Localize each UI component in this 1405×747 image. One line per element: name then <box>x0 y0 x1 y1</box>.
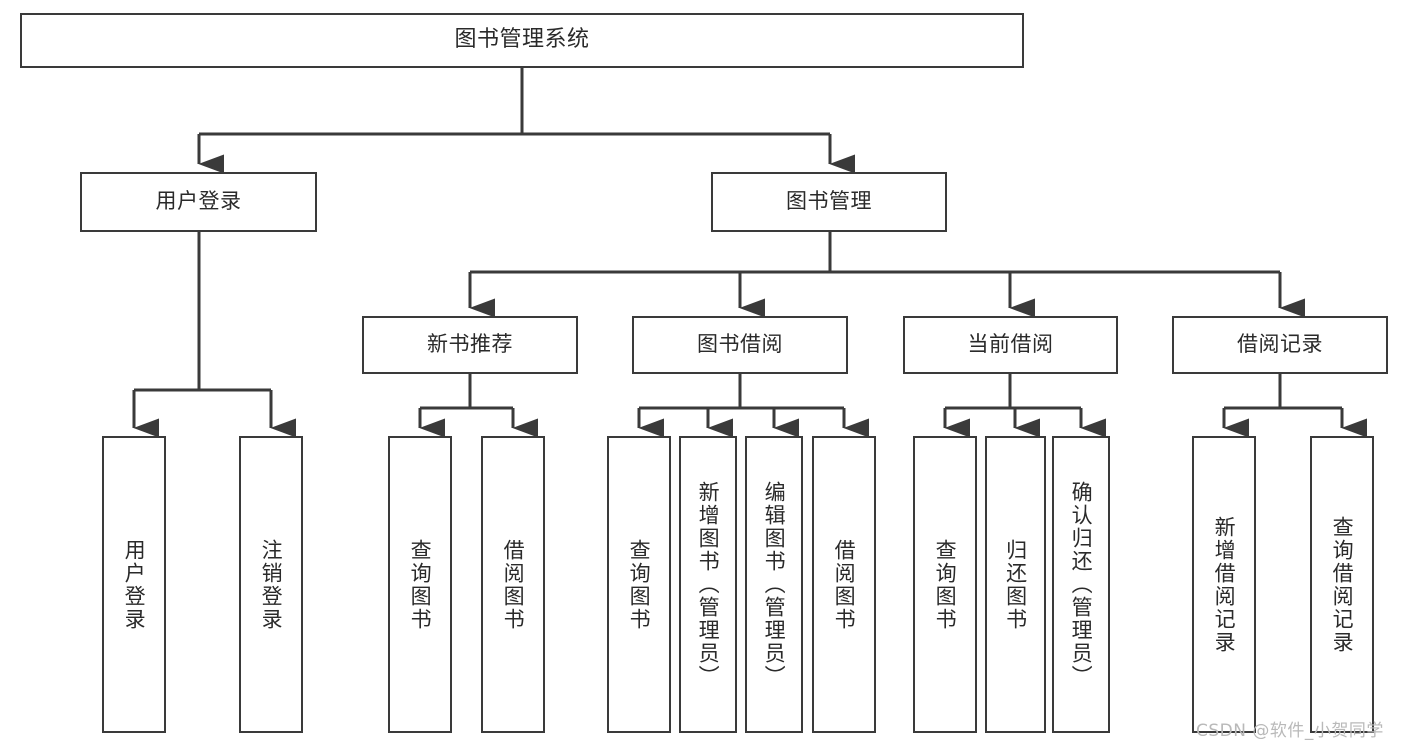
leaf-user-login-label: 用户登录 <box>122 538 147 631</box>
edges-currentborrow-to-leaves <box>943 374 1107 438</box>
leaf-query-record[interactable]: 查询借阅记录 <box>1310 436 1374 733</box>
node-current-borrow[interactable]: 当前借阅 <box>903 316 1118 374</box>
node-book-manage[interactable]: 图书管理 <box>711 172 947 232</box>
node-borrow-record[interactable]: 借阅记录 <box>1172 316 1388 374</box>
leaf-user-login[interactable]: 用户登录 <box>102 436 166 733</box>
leaf-logout-login[interactable]: 注销登录 <box>239 436 303 733</box>
node-user-login[interactable]: 用户登录 <box>80 172 317 232</box>
leaf-query-book-cur[interactable]: 查询图书 <box>913 436 977 733</box>
leaf-query-book-borrow-label: 查询图书 <box>627 538 652 631</box>
leaf-query-book-cur-label: 查询图书 <box>933 538 958 631</box>
leaf-add-record-label: 新增借阅记录 <box>1212 515 1237 654</box>
node-root-system[interactable]: 图书管理系统 <box>20 13 1024 68</box>
leaf-edit-book[interactable]: 编辑图书（管理员） <box>745 436 803 733</box>
node-root-label: 图书管理系统 <box>454 27 590 53</box>
edges-root-to-level2 <box>197 68 856 174</box>
node-borrow-record-label: 借阅记录 <box>1237 332 1323 357</box>
edges-bookborrow-to-leaves <box>637 374 870 438</box>
leaf-borrow-book-rec[interactable]: 借阅图书 <box>481 436 545 733</box>
leaf-confirm-return-label: 确认归还（管理员） <box>1069 481 1094 688</box>
node-book-borrow-label: 图书借阅 <box>697 332 783 357</box>
leaf-confirm-return[interactable]: 确认归还（管理员） <box>1052 436 1110 733</box>
node-current-borrow-label: 当前借阅 <box>967 332 1054 357</box>
leaf-query-book-rec-label: 查询图书 <box>408 538 433 631</box>
leaf-query-book-rec[interactable]: 查询图书 <box>388 436 452 733</box>
node-new-book-rec-label: 新书推荐 <box>427 332 513 357</box>
leaf-borrow-book-rec-label: 借阅图书 <box>501 538 526 631</box>
edges-borrowrecord-to-leaves <box>1222 374 1368 438</box>
node-user-login-label: 用户登录 <box>155 189 242 214</box>
node-book-manage-label: 图书管理 <box>786 189 872 214</box>
node-new-book-rec[interactable]: 新书推荐 <box>362 316 578 374</box>
edges-bookmanage-to-level3 <box>468 232 1306 318</box>
leaf-add-book-label: 新增图书（管理员） <box>696 481 721 688</box>
leaf-logout-login-label: 注销登录 <box>259 538 284 631</box>
leaf-query-record-label: 查询借阅记录 <box>1330 515 1355 654</box>
leaf-edit-book-label: 编辑图书（管理员） <box>762 481 787 688</box>
leaf-borrow-book-label: 借阅图书 <box>832 538 857 631</box>
node-book-borrow[interactable]: 图书借阅 <box>632 316 848 374</box>
leaf-query-book-borrow[interactable]: 查询图书 <box>607 436 671 733</box>
leaf-return-book[interactable]: 归还图书 <box>985 436 1046 733</box>
leaf-add-record[interactable]: 新增借阅记录 <box>1192 436 1256 733</box>
csdn-watermark: CSDN @软件_小贺同学 <box>1196 721 1384 741</box>
edges-userlogin-to-leaves <box>132 232 297 438</box>
leaf-return-book-label: 归还图书 <box>1003 538 1028 631</box>
leaf-borrow-book[interactable]: 借阅图书 <box>812 436 876 733</box>
leaf-add-book[interactable]: 新增图书（管理员） <box>679 436 737 733</box>
edges-newbookrec-to-leaves <box>418 374 539 438</box>
